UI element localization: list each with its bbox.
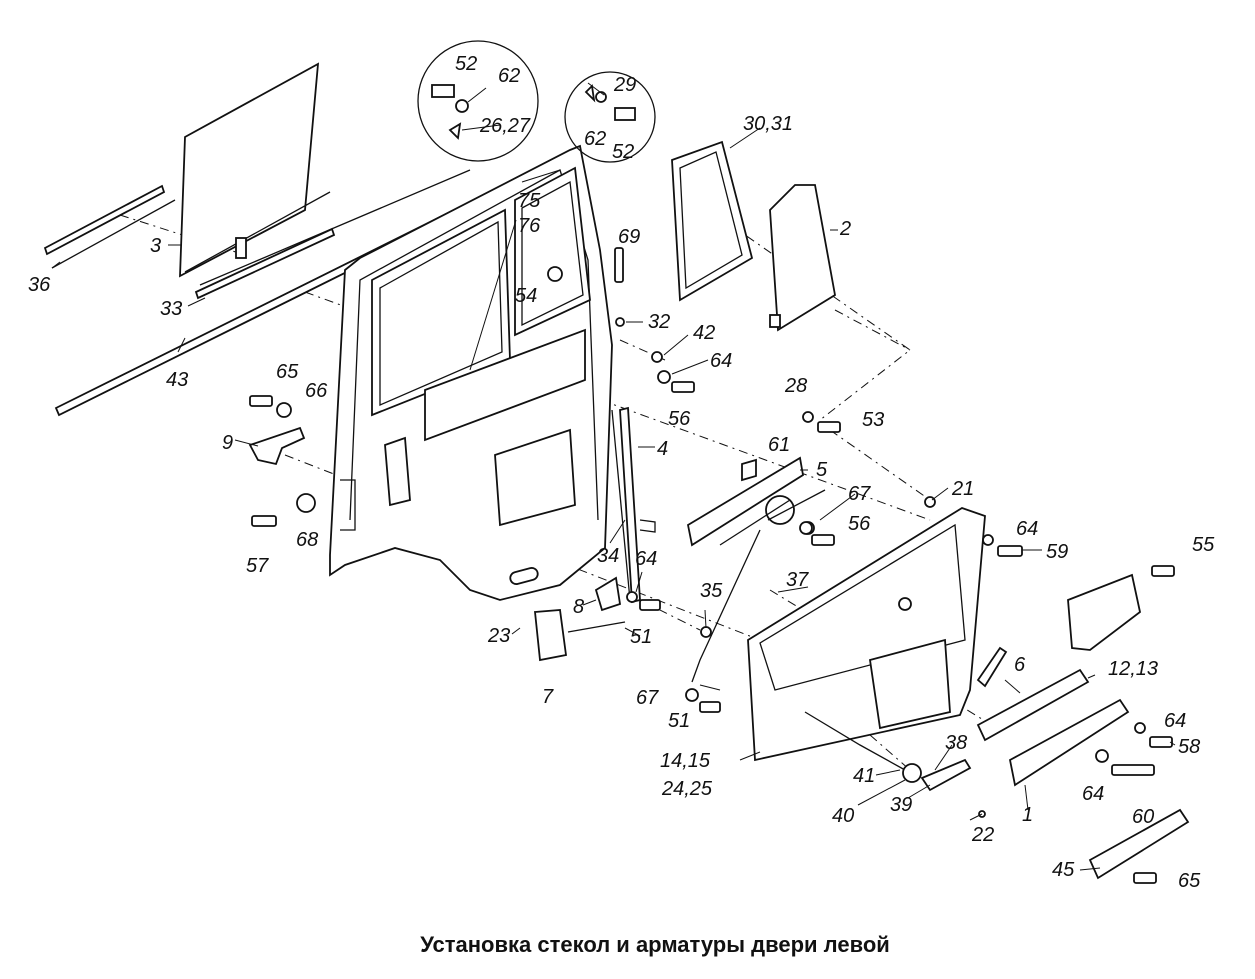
callout-43: 43 <box>166 369 188 391</box>
callout-5: 5 <box>816 459 828 481</box>
window-run-channel <box>611 406 656 604</box>
callout-76: 76 <box>518 215 541 237</box>
armrest-1 <box>1008 698 1130 787</box>
callout-37: 37 <box>786 569 809 591</box>
callout-2: 2 <box>839 218 851 240</box>
callout-65-handle: 65 <box>276 361 299 383</box>
callout-28: 28 <box>784 375 807 397</box>
callout-labels: 1 2 3 4 5 6 7 8 9 12,13 14,15 24,25 21 2… <box>28 53 1215 892</box>
callout-68: 68 <box>296 529 318 551</box>
callout-64-regulator: 64 <box>710 350 732 372</box>
callout-65-grip: 65 <box>1178 870 1201 892</box>
glass-channel-33 <box>194 169 471 300</box>
callout-35: 35 <box>700 580 723 602</box>
callout-69: 69 <box>618 226 640 248</box>
callout-56-lower: 56 <box>848 513 871 535</box>
callout-57: 57 <box>246 555 269 577</box>
callout-12-13: 12,13 <box>1108 658 1158 680</box>
callout-29: 29 <box>613 74 636 96</box>
diagram-caption: Установка стекол и арматуры двери левой <box>420 932 890 957</box>
callout-67-lower: 67 <box>636 687 659 709</box>
callout-4: 4 <box>657 438 668 460</box>
callout-6: 6 <box>1014 654 1026 676</box>
remote-lever-6 <box>976 646 1008 688</box>
callout-23: 23 <box>487 625 510 647</box>
callout-58: 58 <box>1178 736 1200 758</box>
callout-64-hinge: 64 <box>635 548 657 570</box>
callout-51-hinge: 51 <box>630 626 652 648</box>
callout-60: 60 <box>1132 806 1154 828</box>
callout-41: 41 <box>853 765 875 787</box>
callout-38: 38 <box>945 732 967 754</box>
callout-62-inset-left: 62 <box>498 65 520 87</box>
callout-59: 59 <box>1046 541 1068 563</box>
callout-21: 21 <box>951 478 974 500</box>
handle-45 <box>1088 808 1190 880</box>
callout-67-regulator: 67 <box>848 483 871 505</box>
callout-66: 66 <box>305 380 328 402</box>
callout-54: 54 <box>515 285 537 307</box>
callout-51-regulator: 51 <box>668 710 690 732</box>
callout-33: 33 <box>160 298 182 320</box>
detail-inset-left <box>417 40 539 162</box>
callout-45: 45 <box>1052 859 1075 881</box>
callout-7: 7 <box>542 686 554 708</box>
callout-52-inset-right: 52 <box>612 141 634 163</box>
inner-trim-panel <box>747 507 986 771</box>
door-frame <box>329 144 613 601</box>
callout-40: 40 <box>832 805 854 827</box>
callout-75: 75 <box>518 190 541 212</box>
callout-39: 39 <box>890 794 912 816</box>
fasteners <box>249 247 1175 884</box>
callout-64-armrest-upper: 64 <box>1164 710 1186 732</box>
door-glass <box>179 62 331 278</box>
callout-61: 61 <box>768 434 790 456</box>
lever-38-39 <box>902 758 972 792</box>
callout-3: 3 <box>150 235 161 257</box>
glass-guide-36 <box>43 184 176 269</box>
callout-22: 22 <box>971 824 994 846</box>
callout-62-inset-right: 62 <box>584 128 606 150</box>
callout-56-upper: 56 <box>668 408 691 430</box>
callout-26-27: 26,27 <box>479 115 531 137</box>
callout-14-15: 14,15 <box>660 750 711 772</box>
callout-36: 36 <box>28 274 51 296</box>
inside-handle-9 <box>248 426 306 466</box>
callout-42: 42 <box>693 322 715 344</box>
vent-glass <box>769 184 836 332</box>
leader-lines <box>51 82 1176 871</box>
callout-64-panel: 64 <box>1016 518 1038 540</box>
callout-30-31: 30,31 <box>743 113 793 135</box>
vent-window-seal <box>671 140 754 302</box>
callout-53: 53 <box>862 409 884 431</box>
callout-9: 9 <box>222 432 233 454</box>
callout-55: 55 <box>1192 534 1215 556</box>
lock-bracket-8 <box>594 576 622 612</box>
callout-64-armrest-lower: 64 <box>1082 783 1104 805</box>
callout-1: 1 <box>1022 804 1033 826</box>
detail-inset-right <box>564 71 656 163</box>
callout-52-inset-left: 52 <box>455 53 477 75</box>
hinge-7 <box>534 609 626 662</box>
callout-32: 32 <box>648 311 670 333</box>
armrest-bracket-12-13 <box>976 668 1090 742</box>
callout-24-25: 24,25 <box>661 778 713 800</box>
pocket-cover <box>1067 573 1142 651</box>
callout-34: 34 <box>597 545 619 567</box>
callout-8: 8 <box>573 596 584 618</box>
